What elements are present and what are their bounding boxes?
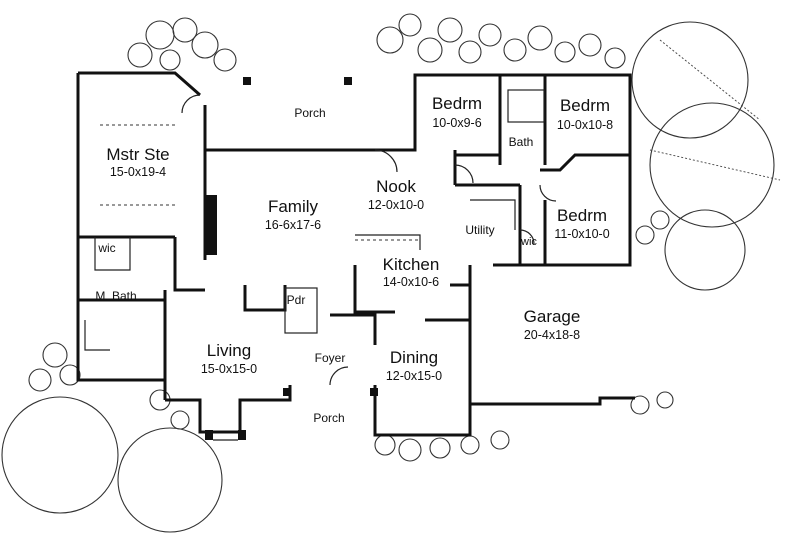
garage-label: Garage	[524, 307, 581, 326]
bedrm-1-label: Bedrm	[432, 94, 482, 113]
nook-dims: 12-0x10-0	[368, 198, 424, 212]
landscaping	[1, 13, 781, 533]
mstr-ste-label: Mstr Ste	[106, 145, 169, 164]
wic-mstr-label: wic	[97, 241, 115, 255]
family-dims: 16-6x17-6	[265, 218, 321, 232]
kitchen-label: Kitchen	[383, 255, 440, 274]
m-bath-label: M. Bath	[95, 289, 136, 303]
room-labels: Porch Bedrm 10-0x9-6 Bedrm 10-0x10-8 Bat…	[95, 94, 613, 425]
wic-bed-label: wic	[520, 236, 537, 248]
bedrm-2-label: Bedrm	[560, 96, 610, 115]
living-label: Living	[207, 341, 251, 360]
dining-label: Dining	[390, 348, 438, 367]
dining-dims: 12-0x15-0	[386, 369, 442, 383]
mstr-ste-dims: 15-0x19-4	[110, 165, 166, 179]
garage-dims: 20-4x18-8	[524, 328, 580, 342]
bedrm-3-dims: 11-0x10-0	[554, 227, 609, 241]
utility-label: Utility	[465, 223, 494, 237]
nook-label: Nook	[376, 177, 416, 196]
foyer-label: Foyer	[315, 351, 346, 365]
walls	[76, 71, 635, 441]
bath-label: Bath	[509, 135, 534, 149]
porch-front-label: Porch	[313, 411, 344, 425]
pdr-label: Pdr	[287, 293, 306, 307]
bedrm-1-dims: 10-0x9-6	[432, 116, 481, 130]
family-label: Family	[268, 197, 319, 216]
bedrm-3-label: Bedrm	[557, 206, 607, 225]
kitchen-dims: 14-0x10-6	[383, 275, 439, 289]
porch-rear-label: Porch	[294, 106, 325, 120]
door-swings	[100, 94, 557, 386]
bedrm-2-dims: 10-0x10-8	[557, 118, 613, 132]
living-dims: 15-0x15-0	[201, 362, 257, 376]
